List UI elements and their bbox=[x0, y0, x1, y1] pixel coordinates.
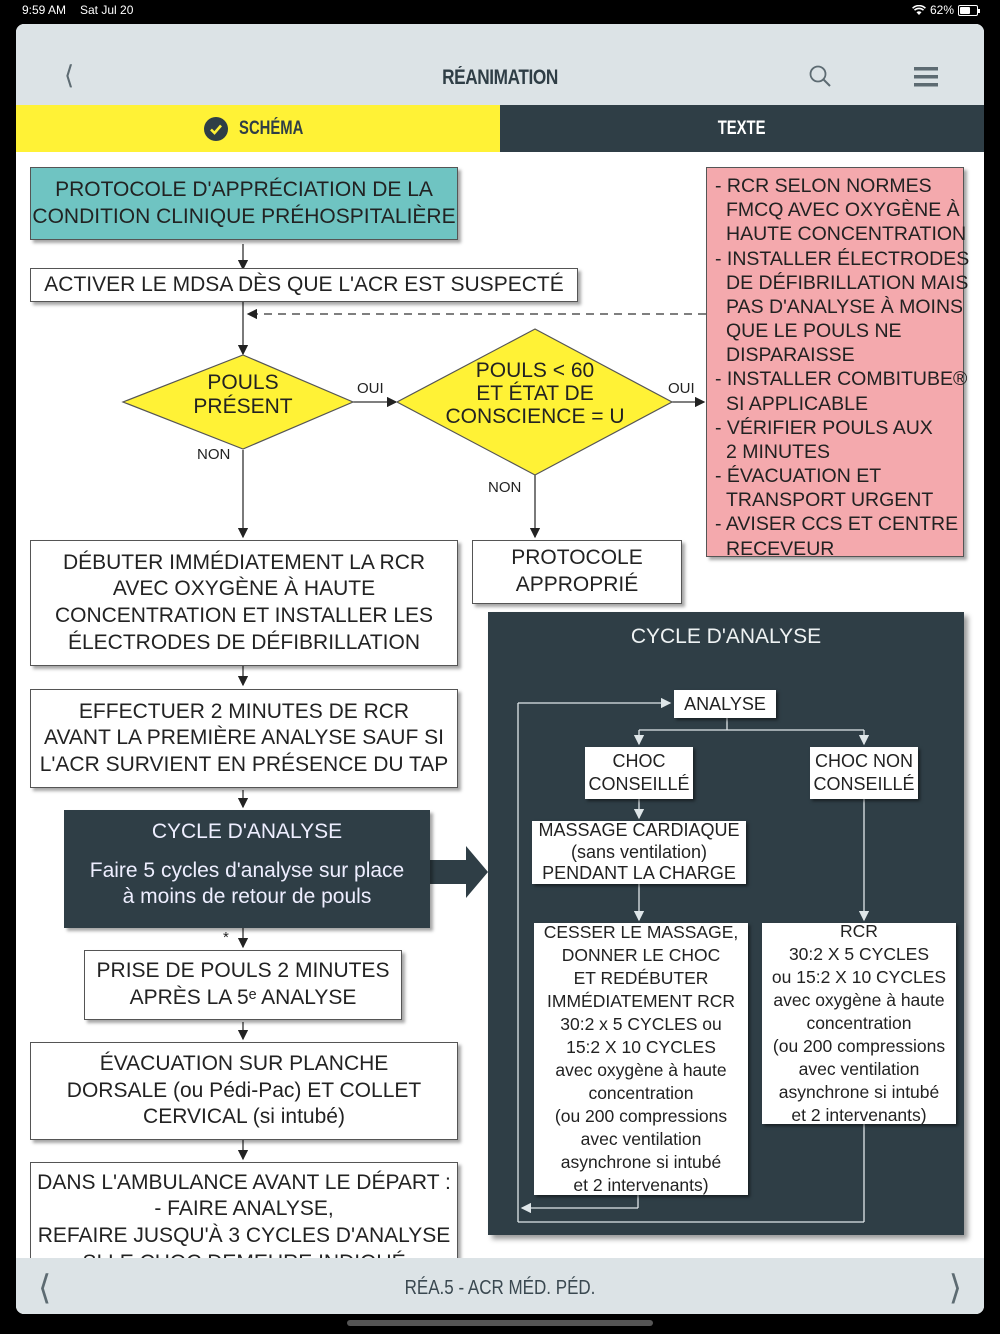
side-box-line: FMCQ AVEC OXYGÈNE À bbox=[726, 199, 960, 222]
activate-mdsa-box: ACTIVER LE MDSA DÈS QUE L'ACR EST SUSPEC… bbox=[30, 268, 578, 302]
step-line: RCR bbox=[840, 921, 878, 942]
tab-bar: SCHÉMA TEXTE bbox=[16, 105, 984, 152]
no-shock-box: CHOC NON CONSEILLÉ bbox=[810, 747, 918, 799]
tab-texte-label: TEXTE bbox=[718, 117, 766, 139]
start-cpr-box: DÉBUTER IMMÉDIATEMENT LA RCR AVEC OXYGÈN… bbox=[30, 540, 458, 666]
asterisk-note: * bbox=[223, 929, 229, 946]
side-box-line: RECEVEUR bbox=[726, 537, 835, 560]
no-label-2: NON bbox=[488, 479, 522, 496]
decision-pouls-60-text: POULS < 60 ET ÉTAT DE CONSCIENCE = U bbox=[445, 359, 625, 429]
yes-label-1: OUI bbox=[357, 380, 384, 397]
analysis-cycle-box: CYCLE D'ANALYSE Faire 5 cycles d'analyse… bbox=[64, 810, 430, 928]
step-line: avec oxygène à haute bbox=[773, 990, 945, 1011]
prev-page-chevron-icon[interactable]: ⟨ bbox=[38, 1269, 52, 1307]
step-line: IMMÉDIATEMENT RCR bbox=[547, 991, 735, 1012]
search-icon[interactable] bbox=[808, 64, 832, 88]
footer-nav: ⟨ RÉA.5 - ACR MÉD. PÉD. ⟩ bbox=[16, 1258, 984, 1314]
step-line: 30:2 x 5 CYCLES ou bbox=[560, 1014, 722, 1035]
step-line: CESSER LE MASSAGE, bbox=[543, 922, 739, 943]
step-line: concentration bbox=[806, 1013, 912, 1034]
next-page-chevron-icon[interactable]: ⟩ bbox=[948, 1269, 962, 1307]
wifi-icon bbox=[912, 4, 926, 15]
page-title: RÉANIMATION bbox=[442, 66, 558, 89]
status-bar: 9:59 AM Sat Jul 20 62% bbox=[0, 0, 1000, 22]
battery-percent: 62% bbox=[929, 3, 954, 17]
analysis-cycle-panel: CYCLE D'ANALYSE ANALYSE CHOC CONSEILLÉ C… bbox=[488, 612, 964, 1235]
step-line: ou 15:2 X 10 CYCLES bbox=[771, 967, 947, 988]
yes-label-2: OUI bbox=[668, 380, 695, 397]
pulse-check-box: PRISE DE POULS 2 MINUTES APRÈS LA 5ᵉ ANA… bbox=[84, 950, 402, 1020]
tab-texte[interactable]: TEXTE bbox=[500, 105, 984, 152]
battery-icon bbox=[958, 4, 980, 16]
side-box-line: PAS D'ANALYSE À MOINS bbox=[726, 295, 964, 318]
side-box-line: HAUTE CONCENTRATION bbox=[726, 223, 967, 246]
two-minute-cpr-box: EFFECTUER 2 MINUTES DE RCR AVANT LA PREM… bbox=[30, 689, 458, 788]
battery-fill bbox=[960, 6, 970, 14]
page-label: RÉA.5 - ACR MÉD. PÉD. bbox=[404, 1277, 596, 1299]
start-protocol-box: PROTOCOLE D'APPRÉCIATION DE LA CONDITION… bbox=[30, 167, 458, 240]
step-line: (ou 200 compressions bbox=[772, 1035, 946, 1056]
step-line: 30:2 X 5 CYCLES bbox=[788, 944, 930, 965]
back-chevron-icon[interactable]: ⟨ bbox=[64, 60, 75, 90]
step-line: avec ventilation bbox=[798, 1058, 920, 1079]
step-line: 15:2 X 10 CYCLES bbox=[566, 1037, 716, 1058]
step-line: asynchrone si intubé bbox=[560, 1151, 722, 1172]
side-box-line: - VÉRIFIER POULS AUX bbox=[715, 416, 933, 439]
massage-box: MASSAGE CARDIAQUE (sans ventilation) PEN… bbox=[532, 820, 746, 884]
side-box-line: DISPARAISSE bbox=[726, 344, 855, 367]
side-box-line: - RCR SELON NORMES bbox=[715, 175, 932, 197]
home-indicator[interactable] bbox=[347, 1320, 653, 1326]
analyse-box: ANALYSE bbox=[674, 690, 776, 718]
step-line: DONNER LE CHOC bbox=[561, 945, 721, 966]
check-circle-icon bbox=[203, 116, 228, 141]
header: ⟨ RÉANIMATION bbox=[16, 24, 984, 105]
cycle-panel-title: CYCLE D'ANALYSE bbox=[630, 625, 822, 648]
status-time: 9:59 AM bbox=[22, 3, 67, 17]
hamburger-menu-icon[interactable] bbox=[914, 67, 938, 87]
no-label-1: NON bbox=[197, 446, 231, 463]
side-box-line: QUE LE POULS NE bbox=[726, 320, 902, 343]
decision-pouls-present-text: POULS PRÉSENT bbox=[193, 371, 293, 419]
step-line: ET REDÉBUTER bbox=[573, 968, 709, 989]
side-box-line: 2 MINUTES bbox=[726, 440, 831, 463]
flowchart-area: PROTOCOLE D'APPRÉCIATION DE LA CONDITION… bbox=[16, 152, 984, 1284]
step-line: et 2 intervenants) bbox=[791, 1104, 927, 1125]
shock-advised-box: CHOC CONSEILLÉ bbox=[585, 747, 693, 799]
status-right: 62% bbox=[912, 3, 980, 17]
evacuation-box: ÉVACUATION SUR PLANCHE DORSALE (ou Pédi-… bbox=[30, 1042, 458, 1140]
step-line: et 2 intervenants) bbox=[573, 1174, 709, 1195]
side-box-line: SI APPLICABLE bbox=[726, 392, 868, 415]
tab-schema[interactable]: SCHÉMA bbox=[16, 105, 500, 152]
side-box-line: - INSTALLER ÉLECTRODES bbox=[715, 247, 970, 270]
side-box-line: DE DÉFIBRILLATION MAIS bbox=[726, 271, 969, 294]
status-date: Sat Jul 20 bbox=[80, 3, 134, 17]
side-box-line: - ÉVACUATION ET bbox=[715, 465, 882, 488]
step-line: avec oxygène à haute bbox=[555, 1060, 727, 1080]
side-box-line: - AVISER CCS ET CENTRE bbox=[715, 513, 959, 536]
big-right-arrow-icon bbox=[430, 846, 488, 898]
tab-schema-label: SCHÉMA bbox=[238, 117, 304, 139]
side-box-line: TRANSPORT URGENT bbox=[726, 489, 934, 512]
side-box-line: - INSTALLER COMBITUBE® bbox=[715, 368, 968, 391]
app-window: ⟨ RÉANIMATION SCHÉMA TEXTE bbox=[16, 24, 984, 1314]
step-line: concentration bbox=[588, 1082, 694, 1103]
step-line: (ou 200 compressions bbox=[554, 1105, 728, 1126]
protocol-appropriate-box: PROTOCOLE APPROPRIÉ bbox=[472, 540, 682, 604]
step-line: asynchrone si intubé bbox=[778, 1081, 940, 1102]
step-line: avec ventilation bbox=[580, 1128, 702, 1149]
